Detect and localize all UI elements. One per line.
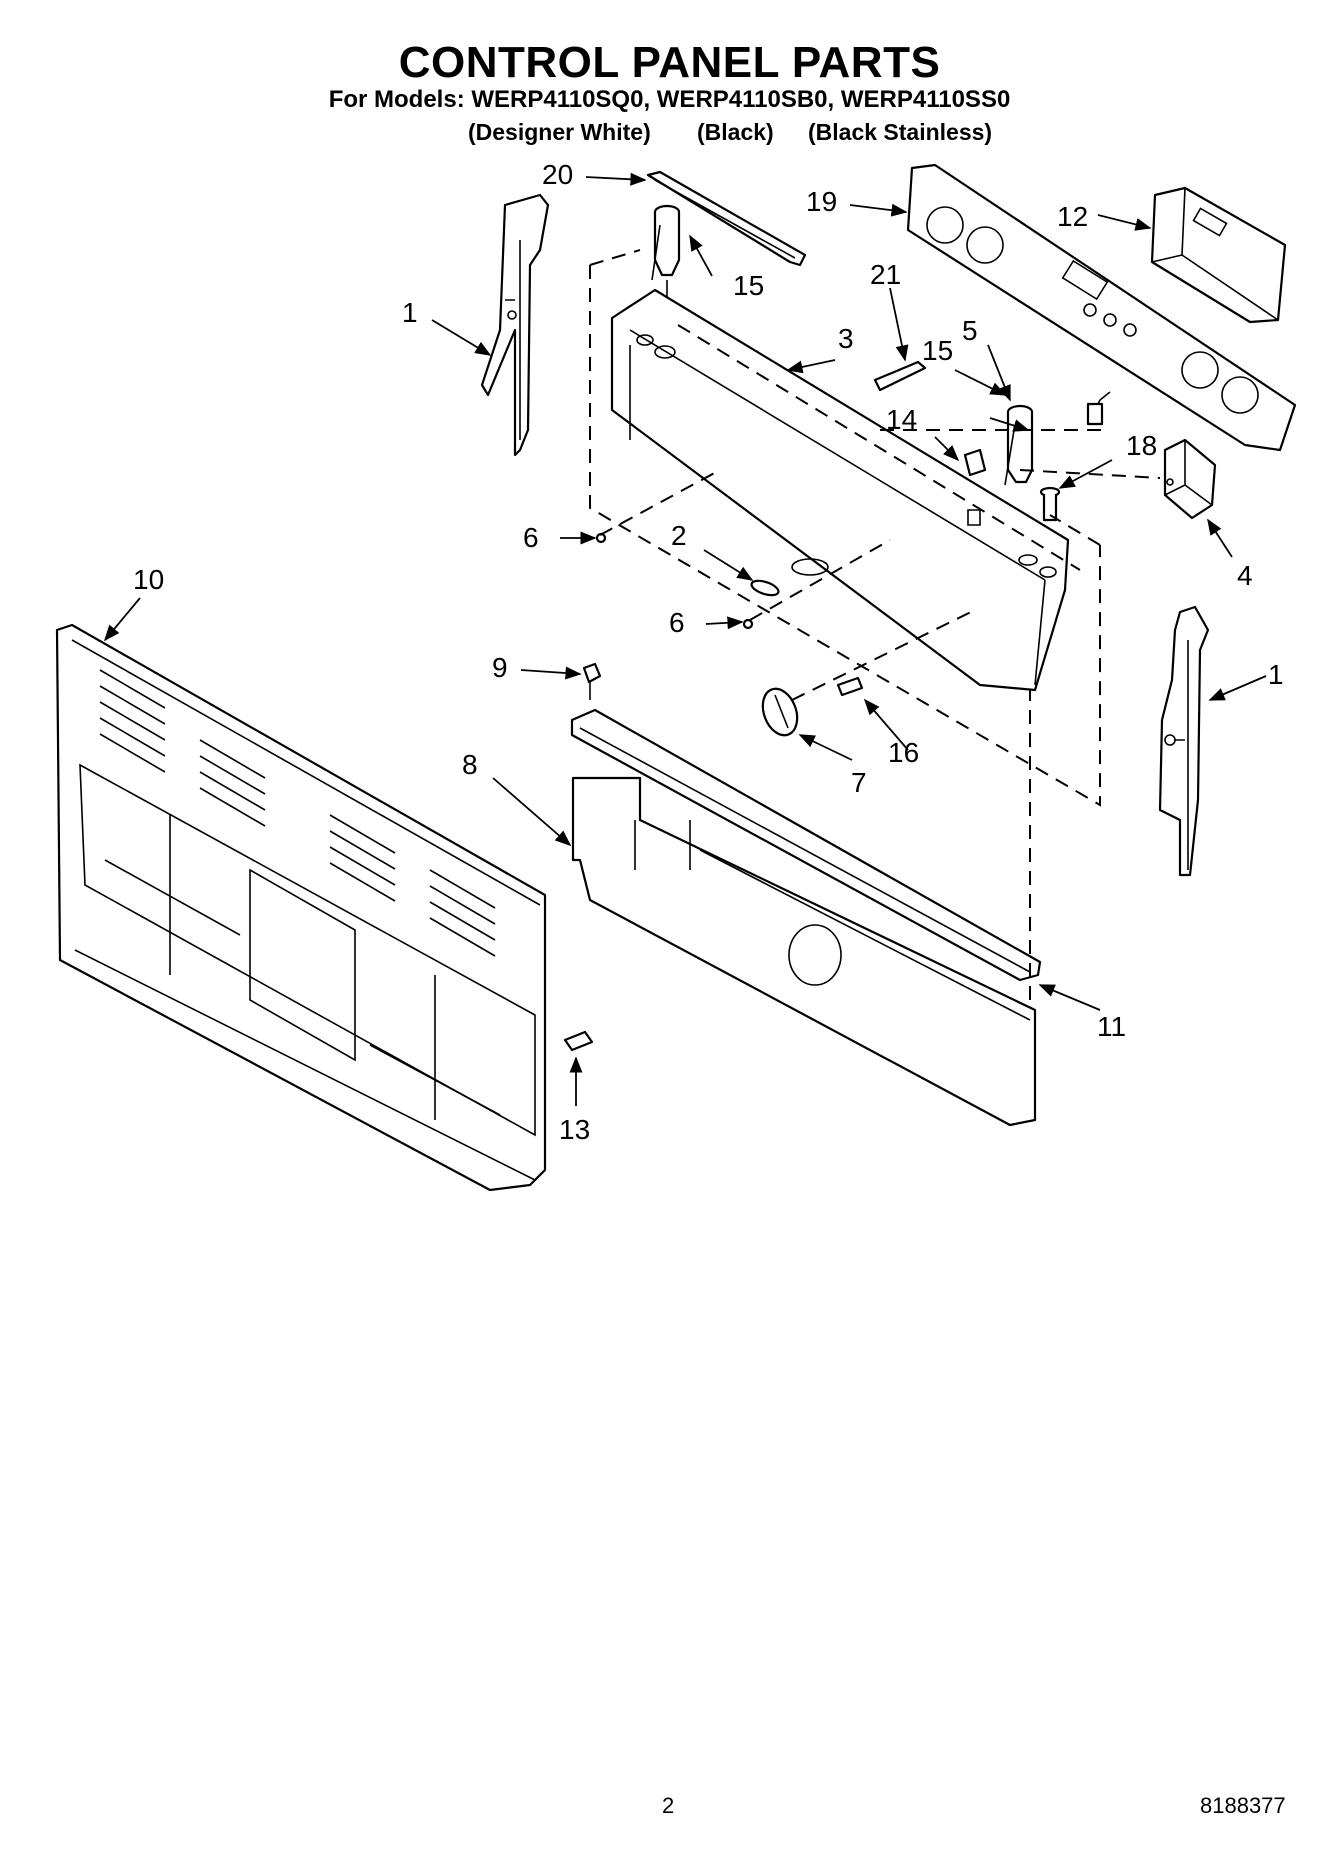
callout-21: 21 bbox=[870, 259, 901, 290]
callout-19: 19 bbox=[806, 186, 837, 217]
callout-1-left: 1 bbox=[402, 297, 418, 328]
callout-15-upper: 15 bbox=[733, 270, 764, 301]
back-panel bbox=[55, 623, 547, 1192]
callout-20: 20 bbox=[542, 159, 573, 190]
screw-9 bbox=[582, 662, 602, 700]
trim-rail bbox=[570, 708, 1042, 982]
lower-back-panel bbox=[571, 776, 1037, 1127]
callout-2: 2 bbox=[671, 520, 687, 551]
relay-box bbox=[1163, 438, 1217, 520]
variant-black-stainless: (Black Stainless) bbox=[808, 119, 993, 145]
screw-13 bbox=[563, 1030, 594, 1052]
wire-harness bbox=[1086, 391, 1111, 426]
screw-16 bbox=[836, 676, 864, 697]
callout-5: 5 bbox=[962, 315, 978, 346]
console-panel bbox=[610, 288, 1070, 692]
electronic-control bbox=[1150, 186, 1287, 324]
page-number: 2 bbox=[662, 1793, 675, 1818]
callout-8: 8 bbox=[462, 749, 478, 780]
callout-15-lower: 15 bbox=[922, 335, 953, 366]
knob bbox=[761, 687, 799, 737]
infinite-switch-lower bbox=[1004, 404, 1034, 486]
control-overlay bbox=[906, 163, 1297, 452]
callout-11: 11 bbox=[1097, 1011, 1126, 1042]
badge bbox=[750, 579, 780, 597]
callout-10: 10 bbox=[133, 564, 164, 595]
assembly-outline bbox=[589, 249, 1101, 807]
callout-18: 18 bbox=[1126, 430, 1157, 461]
document-number: 8188377 bbox=[1200, 1793, 1286, 1818]
page-title: CONTROL PANEL PARTS bbox=[398, 38, 941, 87]
callout-1-right: 1 bbox=[1268, 659, 1284, 690]
callout-3: 3 bbox=[838, 323, 854, 354]
callout-7: 7 bbox=[851, 767, 867, 798]
callout-16: 16 bbox=[888, 737, 919, 768]
side-bracket-right bbox=[1158, 605, 1210, 877]
callout-14: 14 bbox=[886, 404, 917, 435]
clip bbox=[873, 360, 927, 392]
switch bbox=[963, 448, 987, 477]
callout-12: 12 bbox=[1057, 201, 1088, 232]
screw-18 bbox=[1039, 486, 1061, 522]
callout-4: 4 bbox=[1237, 560, 1253, 591]
callout-9: 9 bbox=[492, 652, 508, 683]
models-line: For Models: WERP4110SQ0, WERP4110SB0, WE… bbox=[328, 86, 1011, 113]
side-bracket-left bbox=[480, 193, 550, 457]
screw-6-lower bbox=[742, 618, 754, 630]
callout-6-upper: 6 bbox=[523, 522, 539, 553]
trim-strip bbox=[646, 170, 807, 267]
variant-black: (Black) bbox=[697, 119, 774, 145]
variant-designer-white: (Designer White) bbox=[468, 119, 651, 145]
assembly-axis-lines bbox=[599, 324, 1161, 1000]
callout-13: 13 bbox=[559, 1114, 590, 1145]
leader-lines bbox=[103, 172, 1267, 1106]
callout-6-lower: 6 bbox=[669, 607, 685, 638]
